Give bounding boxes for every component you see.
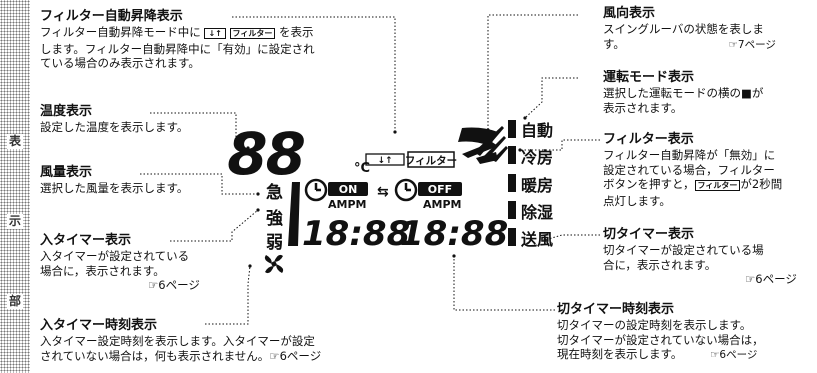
timer-arrows-icon: ⇆ [377, 184, 389, 200]
off-timer-time-line3: 現在時刻を表示します。 [557, 347, 683, 361]
filter-auto-line3: ている場合のみ表示されます。 [40, 56, 200, 70]
callout-wind-direction: 風向表示 スイングルーバの状態を表しま す。 ☞7ページ [603, 6, 776, 52]
callout-mode: 運転モード表示 選択した運転モードの横の■が 表示されます。 [603, 70, 763, 115]
off-timer-clock-icon [394, 178, 418, 202]
updown-icon: ↓↑ [377, 156, 392, 166]
filter-inline-icon: フィルター [229, 28, 276, 39]
wind-direction-ref: ☞7ページ [728, 38, 776, 51]
filter-icon: フィルター [405, 155, 457, 167]
leader-on-timer-time [205, 265, 251, 325]
filter-inline-icon-2: フィルター [694, 180, 741, 191]
on-timer-time-line2: されていない場合は，何も表示されません。☞6ページ [40, 348, 322, 363]
leader-mode [524, 77, 578, 119]
leader-off-timer-time [453, 256, 555, 311]
filter-line4: 点灯します。 [603, 193, 671, 208]
mode-dry: 除湿 [521, 203, 553, 222]
off-timer-time-title: 切タイマー時刻表示 [557, 302, 675, 317]
filter-title: フィルター表示 [603, 132, 694, 147]
off-label: OFF [428, 183, 452, 196]
filter-line2: 設定されている場合，フィルター [603, 162, 775, 177]
filter-auto-title: フィルター自動昇降表示 [40, 9, 183, 24]
off-time-digits: 18:88 [400, 214, 508, 254]
filter-line1: フィルター自動昇降が「無効」に [603, 148, 776, 162]
fan-speed-low: 弱 [266, 233, 283, 253]
side-label-1: 表 [7, 134, 23, 149]
updown-icon-box [365, 153, 405, 166]
leader-fan-speed [140, 173, 258, 195]
on-ampm: AMPM [328, 198, 366, 211]
mode-fan: 送風 [520, 230, 553, 249]
on-time-digits: 18:88 [302, 214, 410, 254]
off-timer-time-ref: ☞6ページ [710, 349, 758, 361]
callout-on-timer: 入タイマー表示 入タイマーが設定されている 場合に，表示されます。 ☞6ページ [40, 233, 200, 293]
off-ampm: AMPM [423, 198, 461, 211]
temperature-title: 温度表示 [40, 104, 93, 119]
fan-speed-line1: 選択した風量を表示します。 [40, 181, 189, 195]
mode-indicators [508, 120, 516, 246]
leader-filter [520, 139, 600, 151]
fan-icon [264, 254, 284, 274]
mode-title: 運転モード表示 [603, 70, 695, 85]
wind-direction-line2: す。 [603, 36, 625, 51]
leader-off-timer [544, 234, 600, 241]
mode-auto: 自動 [521, 121, 553, 140]
temp-digits: 88 [227, 120, 304, 188]
off-timer-title: 切タイマー表示 [603, 227, 695, 242]
on-timer-clock-icon [304, 178, 328, 202]
callout-on-timer-time: 入タイマー時刻表示 入タイマー設定時刻を表示します。入タイマーが設定 されていな… [40, 318, 321, 363]
off-timer-line1: 切タイマーが設定されている場 [603, 243, 764, 257]
mode-heat: 暖房 [521, 176, 553, 195]
filter-line3: ボタンを押すと， [603, 177, 695, 191]
off-label-bg [418, 182, 462, 196]
on-timer-time-line1: 入タイマー設定時刻を表示します。入タイマーが設定 [40, 334, 315, 348]
filter-auto-line2: します。フィルター自動昇降中に「有効」に設定され [40, 41, 315, 56]
off-timer-time-line2: 切タイマーが設定されていない場合は， [557, 332, 764, 347]
off-timer-time-line1: 切タイマーの設定時刻を表示します。 [557, 318, 752, 332]
callout-filter-auto: フィルター自動昇降表示 フィルター自動昇降モード中に ↓↑ フィルター を表示 … [40, 9, 315, 71]
callout-off-timer: 切タイマー表示 切タイマーが設定されている場 合に，表示されます。 ☞6ページ [603, 227, 797, 287]
callout-filter: フィルター表示 フィルター自動昇降が「無効」に 設定されている場合，フィルター … [603, 132, 782, 208]
temperature-line1: 設定した温度を表示します。 [40, 120, 189, 134]
on-label: ON [339, 183, 358, 196]
off-timer-line2: 合に，表示されます。 [603, 257, 717, 272]
callout-temperature: 温度表示 設定した温度を表示します。 [40, 104, 188, 135]
on-timer-title: 入タイマー表示 [40, 233, 132, 248]
filter-auto-line1: フィルター自動昇降モード中に [40, 25, 201, 39]
wind-direction-segments [458, 126, 508, 164]
mode-cool: 冷房 [521, 148, 553, 167]
on-timer-time-title: 入タイマー時刻表示 [40, 318, 158, 333]
on-timer-ref: ☞6ページ [148, 278, 200, 292]
side-label-2: 示 [7, 214, 23, 229]
on-timer-line2: 場合に，表示されます。 [40, 263, 165, 278]
filter-auto-line1b: を表示 [279, 25, 314, 39]
callout-off-timer-time: 切タイマー時刻表示 切タイマーの設定時刻を表示します。 切タイマーが設定されてい… [557, 302, 764, 363]
fan-speed-title: 風量表示 [40, 165, 93, 180]
mode-line2: 表示されます。 [603, 100, 683, 115]
mode-line1: 選択した運転モードの横の■が [603, 86, 764, 100]
callout-fan-speed: 風量表示 選択した風量を表示します。 [40, 165, 188, 196]
side-label-3: 部 [7, 294, 23, 309]
off-timer-ref: ☞6ページ [745, 272, 797, 286]
lcd-display: 88 °C ↓↑ フィルター 急 強 弱 ON AMPM 18:88 ⇆ OFF… [227, 120, 553, 274]
wind-direction-title: 風向表示 [603, 6, 656, 21]
side-stripe [0, 0, 30, 373]
fan-speed-high-max: 急 [266, 182, 283, 203]
on-timer-line1: 入タイマーが設定されている [40, 249, 190, 263]
temp-unit: °C [354, 161, 370, 176]
on-label-bg [328, 182, 368, 196]
fan-speed-bar [288, 182, 300, 246]
filter-line3b: が2秒間 [740, 177, 783, 191]
wind-direction-line1: スイングルーバの状態を表しま [603, 22, 764, 36]
fan-speed-high: 強 [266, 208, 283, 229]
updown-inline-icon: ↓↑ [204, 28, 226, 39]
filter-icon-box [407, 151, 455, 168]
leader-on-timer [170, 209, 259, 242]
leader-temperature [150, 112, 248, 149]
